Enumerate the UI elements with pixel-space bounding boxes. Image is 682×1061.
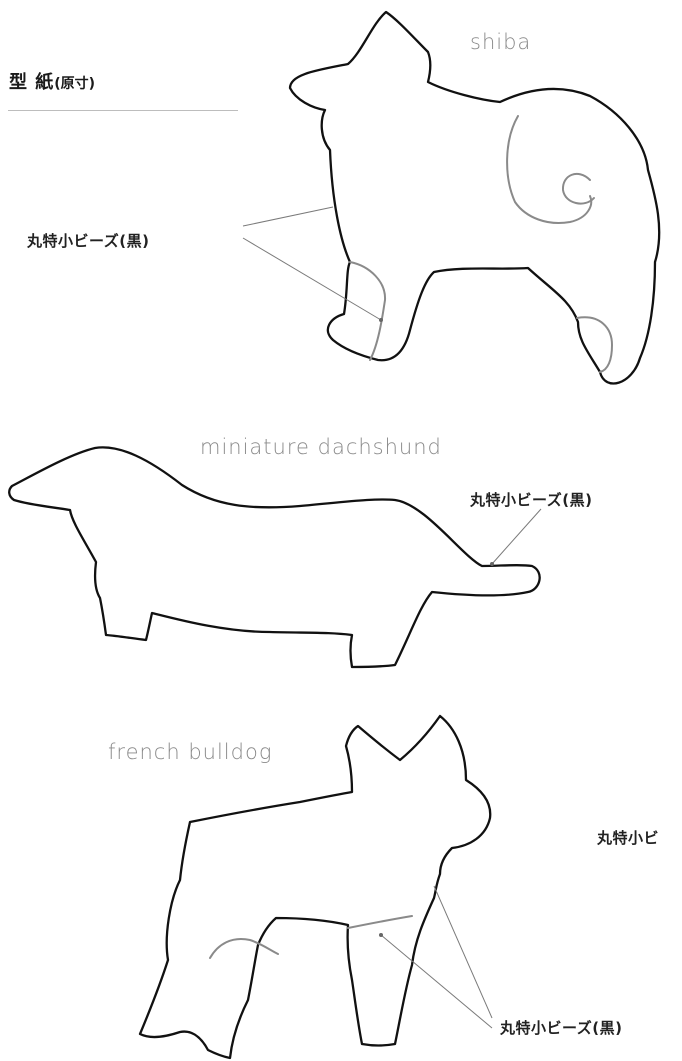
shiba-leader-lower [242, 237, 382, 321]
frenchbulldog-leader-upper [433, 885, 493, 1019]
frenchbulldog-haunch-detail [209, 938, 279, 959]
page-title: 型 紙(原寸) [9, 68, 95, 94]
frenchbulldog-bead-callout: 丸特小ビーズ(黒) [500, 1019, 623, 1037]
frenchbulldog-bead-dot [379, 933, 383, 937]
page-title-note: (原寸) [54, 76, 96, 92]
dachshund-name-label: miniature dachshund [200, 435, 442, 459]
shiba-haunch-detail [506, 115, 593, 224]
dachshund-outline [8, 446, 541, 669]
shiba-bead-callout: 丸特小ビーズ(黒) [27, 232, 150, 250]
shiba-outline [288, 10, 661, 385]
shiba-leader-upper [242, 206, 334, 227]
stray-bead-callout: 丸特小ビ [597, 829, 660, 847]
frenchbulldog-leader-lower [380, 934, 493, 1029]
frenchbulldog-outline [138, 714, 492, 1060]
dachshund-bead-callout: 丸特小ビーズ(黒) [470, 491, 593, 509]
shiba-rear-leg-detail [576, 316, 613, 373]
dachshund-bead-dot [490, 562, 494, 566]
shiba-name-label: shiba [470, 30, 532, 54]
frenchbulldog-front-leg-detail [347, 915, 413, 929]
frenchbulldog-name-label: french bulldog [108, 740, 273, 764]
shiba-leg-detail [349, 261, 387, 361]
dachshund-pattern [8, 446, 542, 669]
frenchbulldog-pattern [138, 714, 493, 1060]
title-divider [8, 110, 238, 111]
shiba-tail-curl [561, 172, 595, 205]
shiba-bead-dot [379, 318, 383, 322]
page-title-main: 型 紙 [9, 72, 55, 93]
dachshund-leader [491, 508, 542, 565]
shiba-pattern [242, 10, 661, 385]
